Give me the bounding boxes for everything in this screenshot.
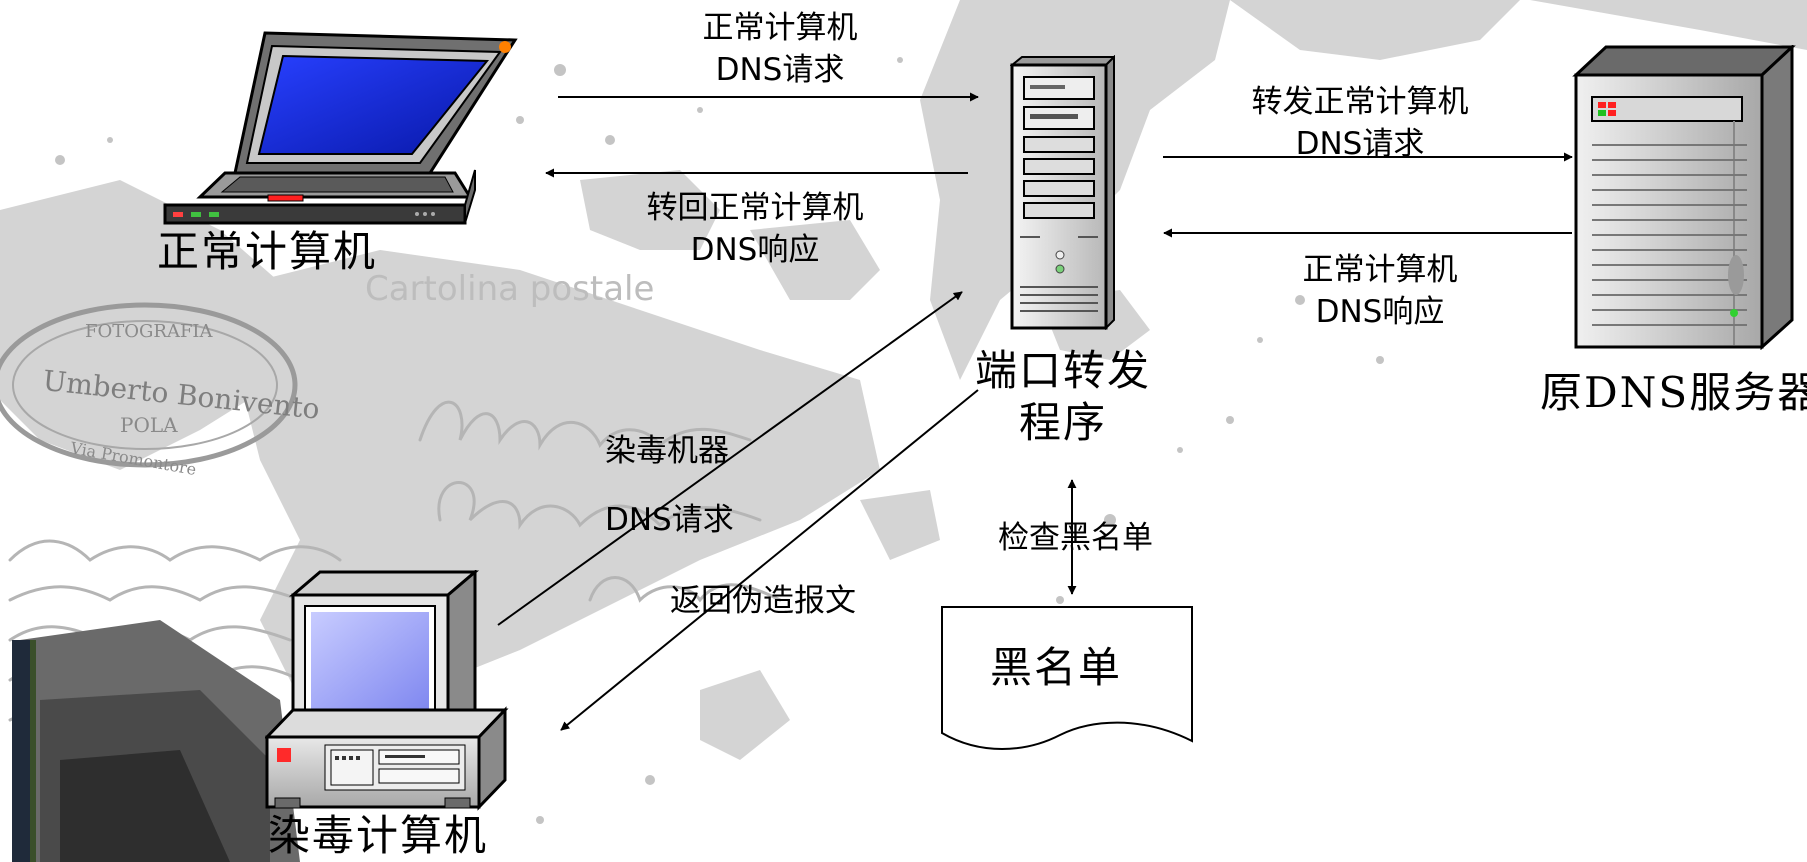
desktop-computer-icon	[265, 570, 509, 811]
laptop-icon	[163, 31, 518, 225]
dns-server-icon	[1572, 45, 1796, 350]
dns-server-label: 原DNS服务器	[1540, 368, 1807, 417]
arrow-forged-reply	[560, 389, 979, 731]
edge-server-response-line1: 正常计算机	[1302, 252, 1458, 288]
edge-forward-request-line1: 转发正常计算机	[1251, 84, 1469, 120]
normal-computer-label: 正常计算机	[157, 227, 378, 276]
edge-infected-request-line2: DNS请求	[605, 502, 734, 538]
edge-normal-request-line2: DNS请求	[715, 52, 845, 88]
edge-response-back-line2: DNS响应	[690, 232, 820, 268]
edge-infected-request-line1: 染毒机器	[605, 433, 729, 469]
infected-computer-label: 染毒计算机	[268, 811, 489, 860]
forwarder-server-icon	[1010, 55, 1115, 330]
arrow-infected-request	[497, 291, 963, 626]
photo-fragment	[12, 620, 300, 862]
edge-forged-reply-label: 返回伪造报文	[670, 583, 856, 619]
edge-server-response-line2: DNS响应	[1315, 294, 1445, 330]
forwarder-label-line1: 端口转发	[974, 346, 1151, 395]
postcard-watermark: Cartolina postale	[365, 269, 654, 309]
svg-text:FOTOGRAFIA: FOTOGRAFIA	[85, 321, 214, 342]
forwarder-label-line2: 程序	[1018, 398, 1107, 447]
edge-response-back-line1: 转回正常计算机	[646, 190, 864, 226]
blacklist-label: 黑名单	[990, 643, 1123, 692]
svg-text:POLA: POLA	[120, 413, 178, 437]
edge-check-blacklist-label: 检查黑名单	[998, 520, 1153, 556]
edge-forward-request-line2: DNS请求	[1295, 126, 1425, 162]
blacklist-document-icon	[941, 606, 1193, 750]
edge-normal-request-line1: 正常计算机	[702, 10, 858, 46]
